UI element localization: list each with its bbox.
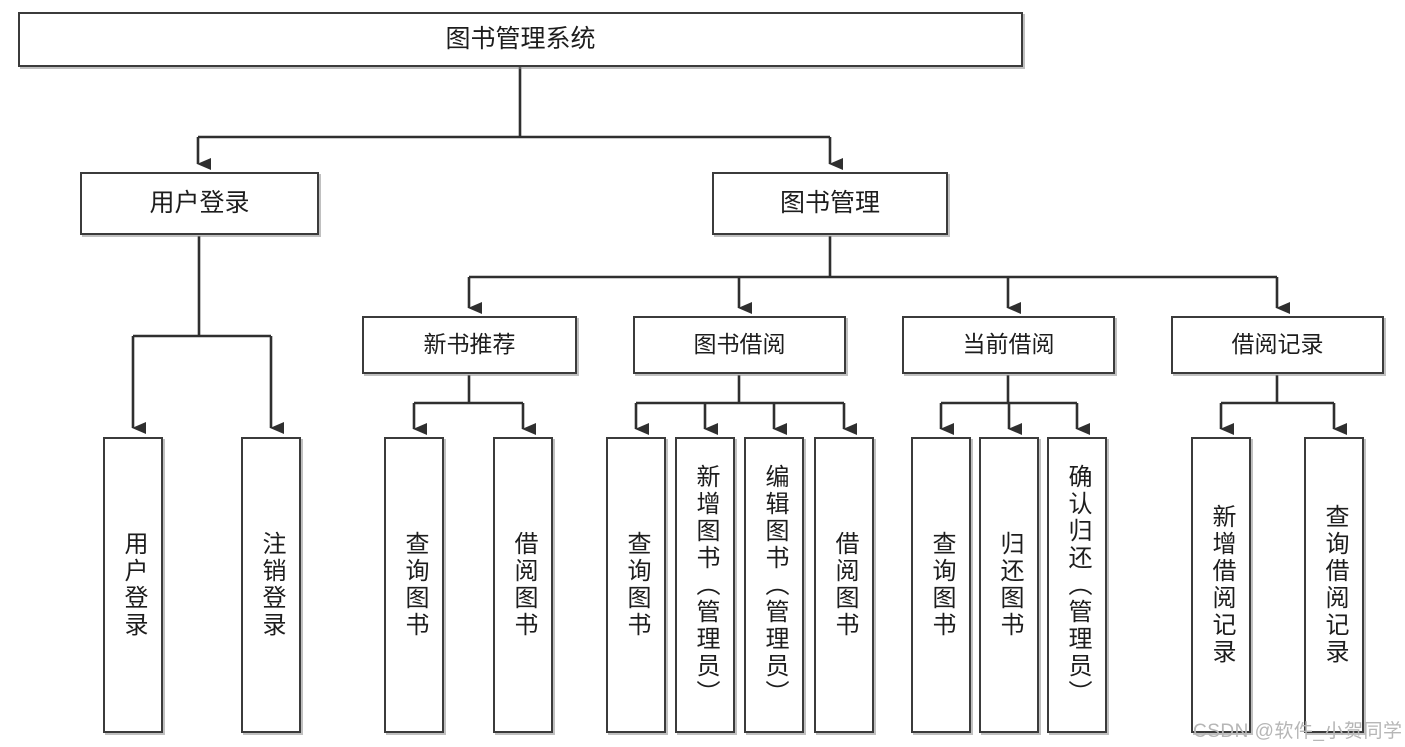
node-user-login[interactable]: 用户登录 (80, 172, 319, 235)
leaf-book-borrow-2[interactable]: 新增图书（管理员） (675, 437, 735, 733)
node-current-borrow[interactable]: 当前借阅 (902, 316, 1115, 374)
leaf-label: 用户登录 (120, 531, 147, 639)
node-borrow-record-label: 借阅记录 (1231, 331, 1324, 358)
node-user-login-label: 用户登录 (149, 188, 250, 217)
node-current-borrow-label: 当前借阅 (962, 331, 1055, 358)
watermark: CSDN @软件_小贺同学 (1193, 721, 1403, 742)
leaf-borrow-record-1[interactable]: 新增借阅记录 (1191, 437, 1251, 733)
leaf-new-book-2[interactable]: 借阅图书 (493, 437, 553, 733)
leaf-book-borrow-1[interactable]: 查询图书 (606, 437, 666, 733)
leaf-label: 编辑图书（管理员） (761, 463, 788, 707)
leaf-current-borrow-2[interactable]: 归还图书 (979, 437, 1039, 733)
leaf-label: 注销登录 (258, 531, 285, 639)
leaf-current-borrow-3[interactable]: 确认归还（管理员） (1047, 437, 1107, 733)
node-book-manage[interactable]: 图书管理 (712, 172, 948, 235)
leaf-label: 查询借阅记录 (1321, 504, 1348, 666)
leaf-book-borrow-3[interactable]: 编辑图书（管理员） (744, 437, 804, 733)
node-root-label: 图书管理系统 (445, 24, 596, 53)
node-new-book-recommend[interactable]: 新书推荐 (362, 316, 577, 374)
leaf-new-book-1[interactable]: 查询图书 (384, 437, 444, 733)
node-root[interactable]: 图书管理系统 (18, 12, 1023, 67)
leaf-label: 借阅图书 (831, 531, 858, 639)
leaf-label: 借阅图书 (510, 531, 537, 639)
node-book-borrow-label: 图书借阅 (693, 331, 786, 358)
leaf-book-borrow-4[interactable]: 借阅图书 (814, 437, 874, 733)
node-book-borrow[interactable]: 图书借阅 (633, 316, 846, 374)
leaf-label: 归还图书 (996, 531, 1023, 639)
leaf-label: 查询图书 (928, 531, 955, 639)
leaf-label: 新增借阅记录 (1208, 504, 1235, 666)
node-new-book-recommend-label: 新书推荐 (423, 331, 516, 358)
leaf-current-borrow-1[interactable]: 查询图书 (911, 437, 971, 733)
node-book-manage-label: 图书管理 (779, 188, 880, 217)
leaf-label: 确认归还（管理员） (1064, 463, 1091, 707)
leaf-label: 新增图书（管理员） (692, 463, 719, 707)
leaf-borrow-record-2[interactable]: 查询借阅记录 (1304, 437, 1364, 733)
leaf-user-login-1[interactable]: 用户登录 (103, 437, 163, 733)
leaf-label: 查询图书 (401, 531, 428, 639)
node-borrow-record[interactable]: 借阅记录 (1171, 316, 1384, 374)
leaf-label: 查询图书 (623, 531, 650, 639)
leaf-user-login-2[interactable]: 注销登录 (241, 437, 301, 733)
